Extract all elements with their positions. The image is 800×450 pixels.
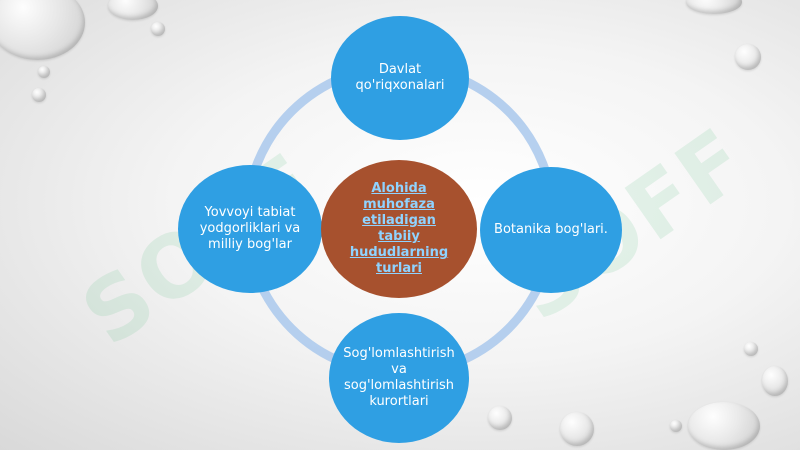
water-drop-decoration <box>38 66 50 78</box>
node-label: Davlat qo'riqxonalari <box>355 62 445 93</box>
water-drop-decoration <box>735 44 761 70</box>
water-drop-decoration <box>744 342 758 356</box>
node-wildlife-monuments: Yovvoyi tabiat yodgorliklari va milliy b… <box>178 165 322 293</box>
water-drop-decoration <box>108 0 158 20</box>
water-drop-decoration <box>488 406 512 430</box>
center-node: Alohida muhofaza etiladigan tabiiy hudud… <box>321 160 477 298</box>
water-drop-decoration <box>686 0 742 14</box>
water-drop-decoration <box>0 0 85 60</box>
node-health-resorts: Sog'lomlashtirish va sog'lomlashtirish k… <box>329 313 469 443</box>
node-state-reserves: Davlat qo'riqxonalari <box>331 16 469 140</box>
water-drop-decoration <box>32 88 46 102</box>
water-drop-decoration <box>762 366 788 396</box>
node-label: Sog'lomlashtirish va sog'lomlashtirish k… <box>343 346 455 409</box>
center-link[interactable]: Alohida muhofaza etiladigan tabiiy hudud… <box>349 181 449 276</box>
water-drop-decoration <box>560 412 594 446</box>
water-drop-decoration <box>670 420 682 432</box>
water-drop-decoration <box>151 22 165 36</box>
node-label: Botanika bog'lari. <box>494 222 608 237</box>
node-botanical-gardens: Botanika bog'lari. <box>480 167 622 293</box>
node-label: Yovvoyi tabiat yodgorliklari va milliy b… <box>199 205 301 252</box>
water-drop-decoration <box>688 402 760 450</box>
